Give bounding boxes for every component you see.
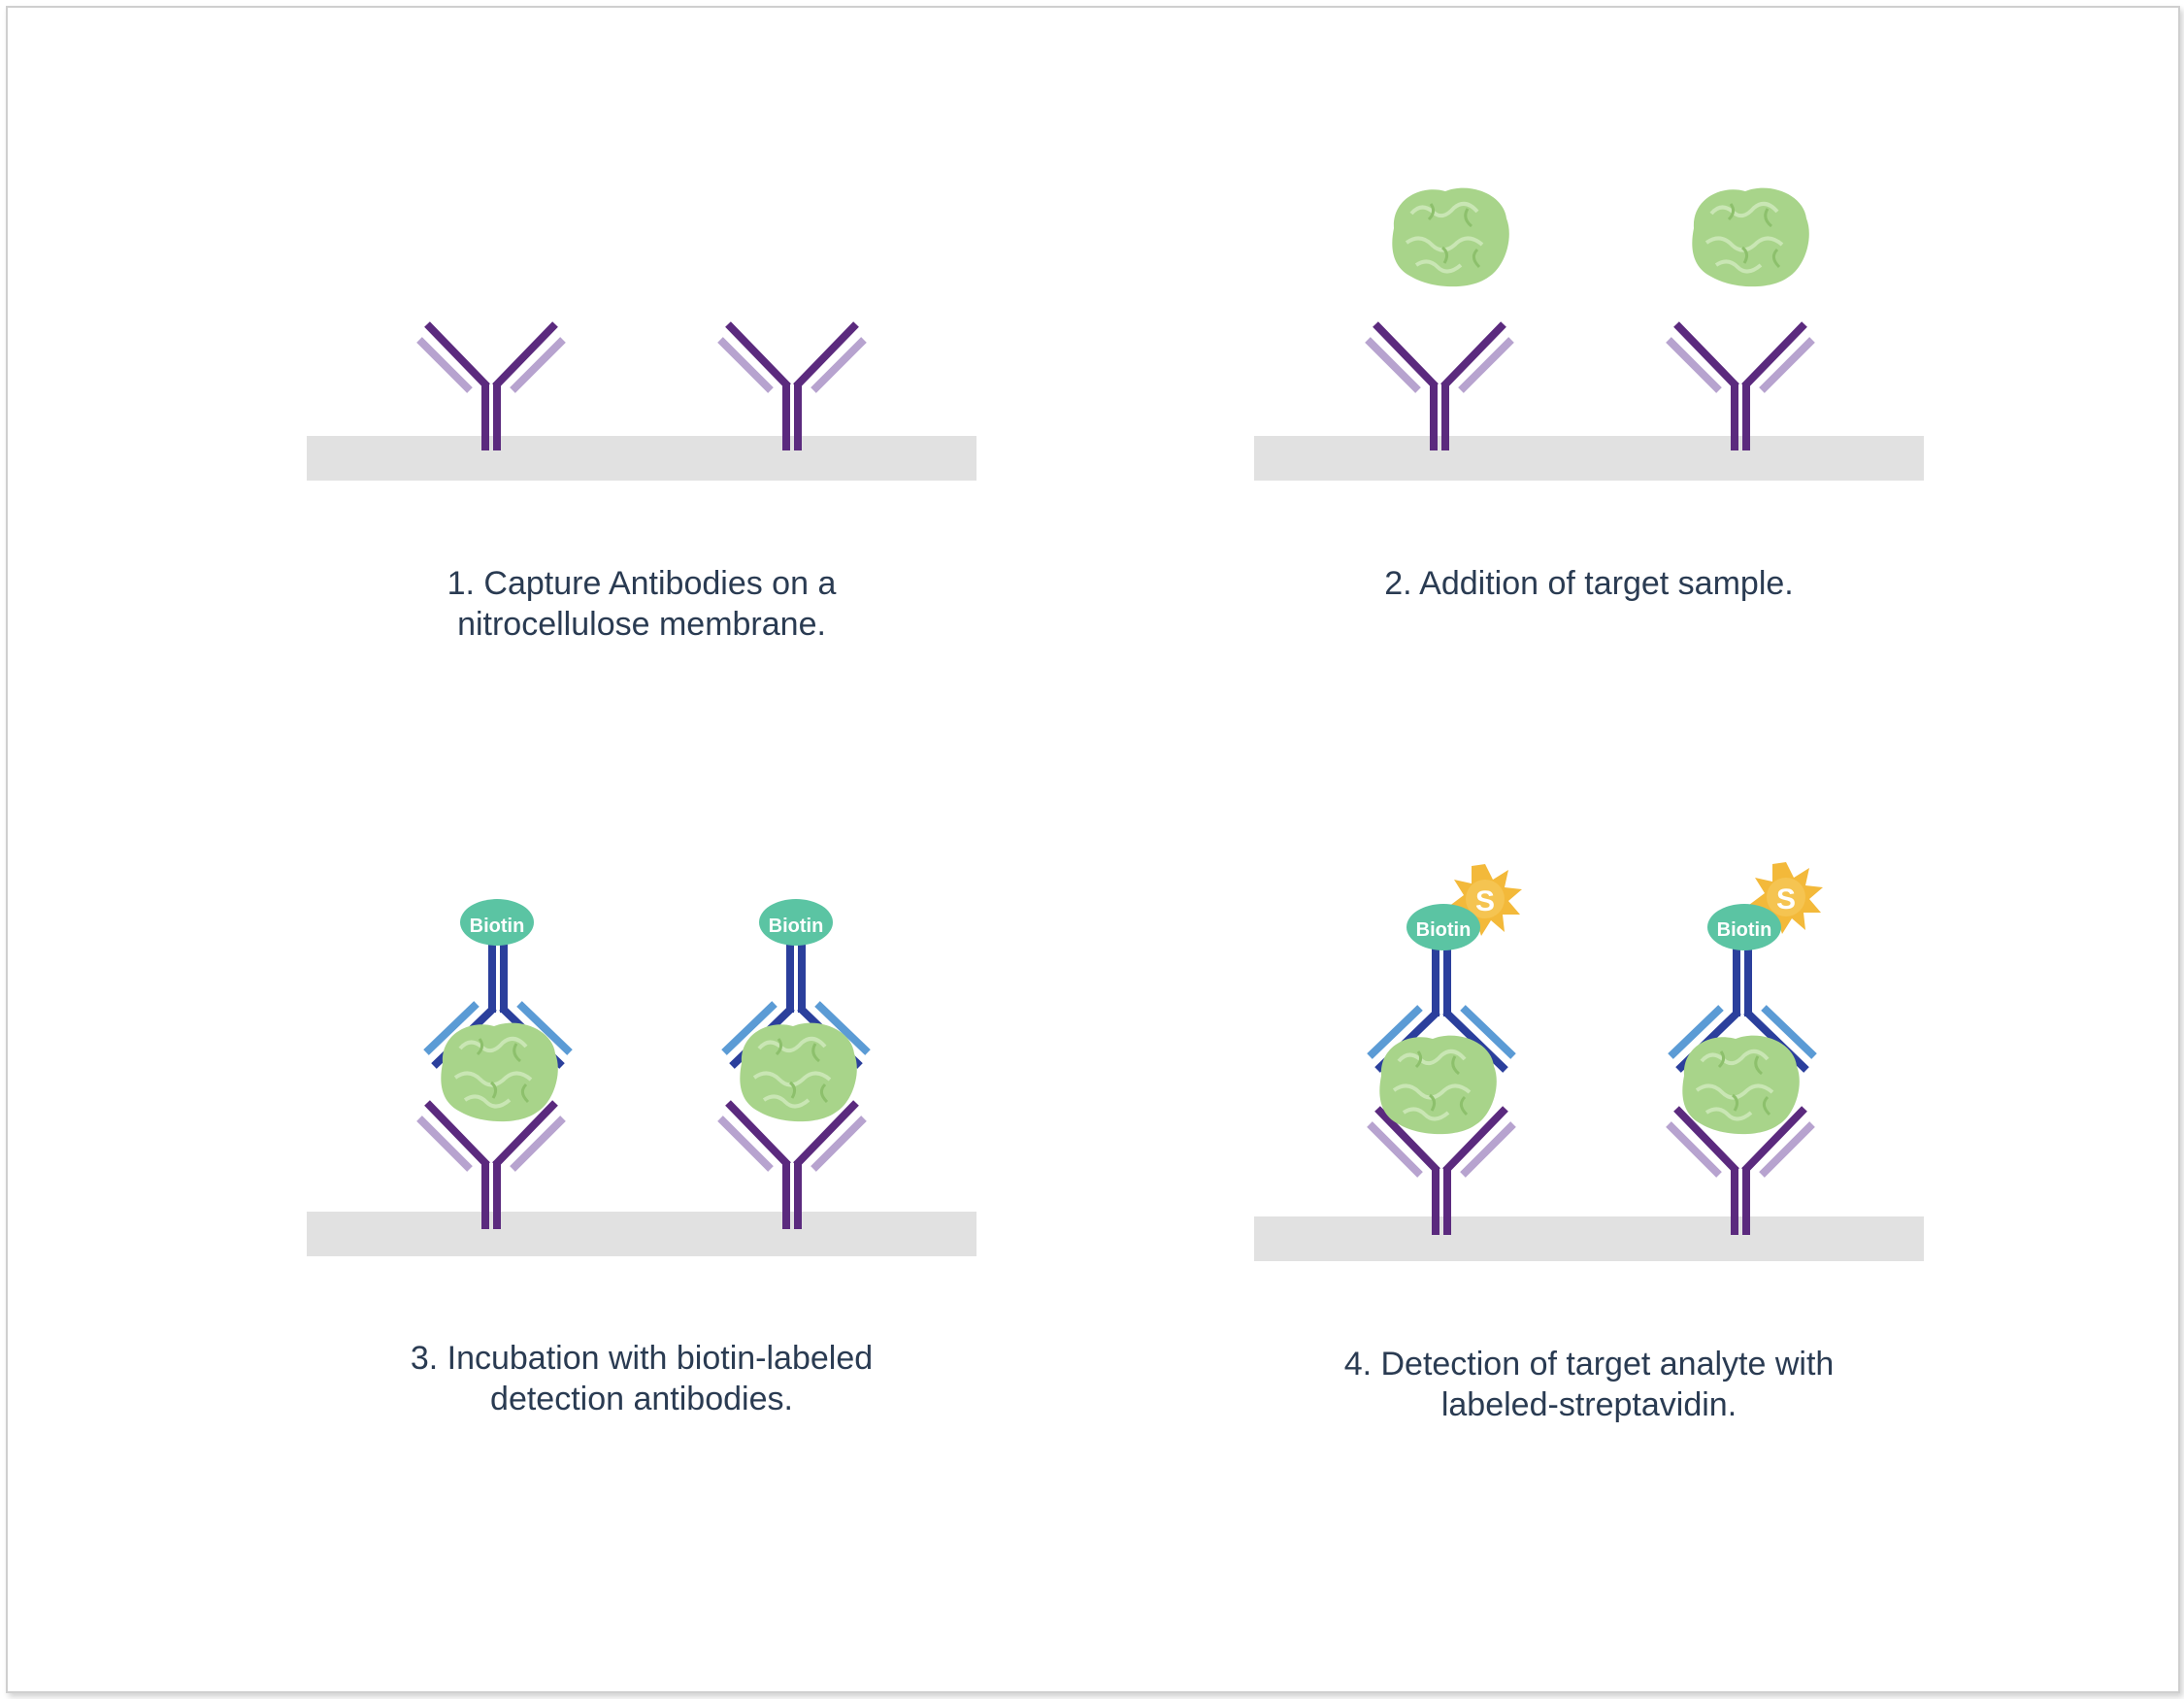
caption-line: nitrocellulose membrane. bbox=[457, 606, 826, 643]
step-4-caption: 4. Detection of target analyte with labe… bbox=[1254, 1344, 1924, 1425]
biotin-text: Biotin bbox=[1416, 919, 1472, 941]
capture-antibody bbox=[419, 1103, 563, 1229]
membrane bbox=[1254, 1216, 1924, 1261]
biotin-text: Biotin bbox=[1717, 919, 1772, 941]
streptavidin-label: S bbox=[1448, 864, 1522, 936]
biotin-label: Biotin bbox=[759, 899, 833, 946]
streptavidin-text: S bbox=[1776, 883, 1796, 916]
panel-2 bbox=[1254, 185, 1924, 481]
figure-frame bbox=[6, 6, 2180, 1693]
capture-antibody bbox=[1669, 324, 1812, 450]
target-antigen bbox=[738, 1020, 859, 1124]
caption-line: labeled-streptavidin. bbox=[1440, 1386, 1737, 1423]
membrane bbox=[307, 1212, 976, 1256]
caption-line: 3. Incubation with biotin-labeled bbox=[410, 1340, 874, 1377]
caption-line: 2. Addition of target sample. bbox=[1384, 565, 1794, 602]
biotin-label: Biotin bbox=[1406, 904, 1480, 950]
biotin-label: Biotin bbox=[1707, 904, 1781, 950]
biotin-label: Biotin bbox=[460, 899, 534, 946]
panel-1 bbox=[307, 324, 976, 481]
step-1-caption: 1. Capture Antibodies on a nitrocellulos… bbox=[307, 563, 976, 645]
caption-line: 1. Capture Antibodies on a bbox=[447, 565, 837, 602]
target-antigen bbox=[1690, 185, 1811, 289]
step-2-caption: 2. Addition of target sample. bbox=[1254, 563, 1924, 604]
caption-line: detection antibodies. bbox=[490, 1381, 793, 1417]
capture-antibody bbox=[1368, 324, 1511, 450]
streptavidin-text: S bbox=[1475, 885, 1495, 917]
biotin-text: Biotin bbox=[470, 916, 525, 937]
target-antigen bbox=[1377, 1033, 1499, 1137]
target-antigen bbox=[1680, 1033, 1802, 1137]
panel-3: Biotin Biotin bbox=[307, 899, 976, 1256]
caption-line: 4. Detection of target analyte with bbox=[1343, 1346, 1835, 1383]
capture-antibody bbox=[720, 1103, 864, 1229]
membrane bbox=[1254, 436, 1924, 481]
step-3-caption: 3. Incubation with biotin-labeled detect… bbox=[307, 1338, 976, 1419]
streptavidin-label: S bbox=[1749, 862, 1823, 934]
target-antigen bbox=[439, 1020, 560, 1124]
capture-antibody bbox=[419, 324, 563, 450]
biotin-text: Biotin bbox=[769, 916, 824, 937]
panel-4: S S Biotin Biotin bbox=[1254, 862, 1924, 1261]
membrane bbox=[307, 436, 976, 481]
target-antigen bbox=[1390, 185, 1511, 289]
capture-antibody bbox=[720, 324, 864, 450]
